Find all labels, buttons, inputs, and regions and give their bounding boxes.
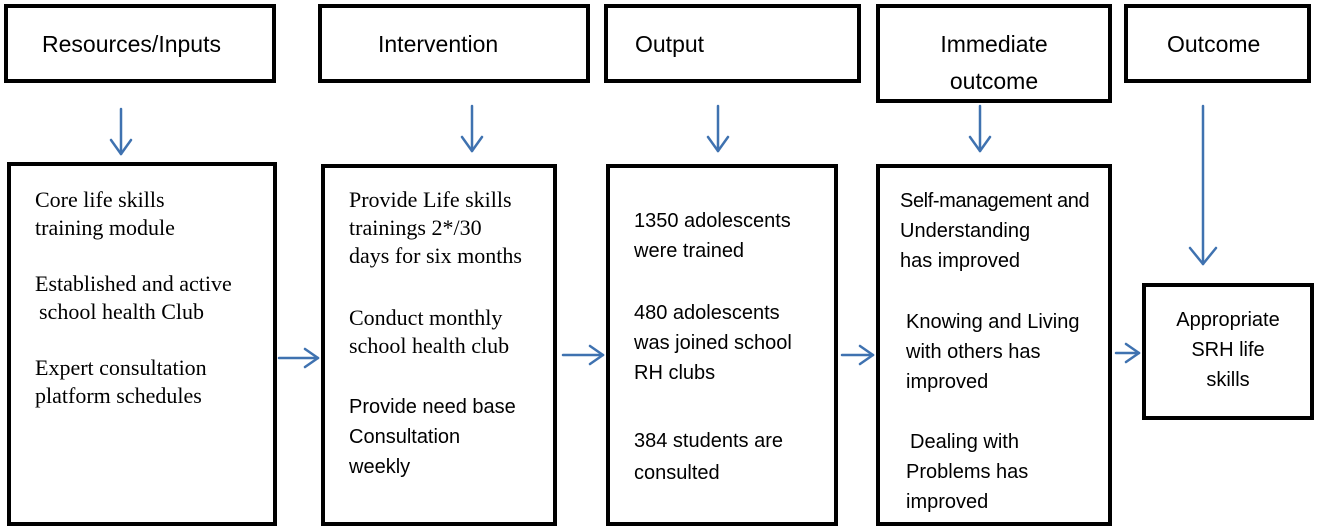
output-box: 1350 adolescents were trained 480 adoles… <box>606 164 838 526</box>
immediate-item-3-line1: Dealing with <box>910 431 1019 453</box>
intervention-item-1-line3: days for six months <box>349 243 522 268</box>
resources-item-2-line2: school health Club <box>39 299 204 324</box>
down-arrow-immediate <box>968 104 992 153</box>
resources-item-1-line2: training module <box>35 215 175 240</box>
intervention-item-3-line2: Consultation <box>349 426 461 448</box>
output-item-2-line2: was joined school <box>634 332 792 354</box>
intervention-item-1-line2: trainings 2*/30 <box>349 215 482 240</box>
intervention-item-2-line2: school health club <box>349 333 510 358</box>
header-output: Output <box>604 4 861 83</box>
right-arrow-1 <box>277 347 320 369</box>
header-resources-inputs-label: Resources/Inputs <box>42 31 221 57</box>
output-item-1-line1: 1350 adolescents <box>634 210 791 232</box>
outcome-line1: Appropriate <box>1176 309 1280 331</box>
header-outcome: Outcome <box>1124 4 1311 83</box>
header-immediate-outcome-line1: Immediate <box>940 31 1048 57</box>
resources-box: Core life skills training module Establi… <box>7 162 277 526</box>
intervention-box: Provide Life skills trainings 2*/30 days… <box>321 164 557 526</box>
immediate-item-3-line2: Problems has <box>906 461 1029 483</box>
immediate-outcome-box: Self-management and Understanding has im… <box>876 164 1112 526</box>
immediate-item-1-line3: has improved <box>900 250 1021 272</box>
down-arrow-intervention <box>460 104 484 153</box>
outcome-box: Appropriate SRH life skills <box>1142 283 1314 420</box>
immediate-item-3-line3: improved <box>906 491 989 513</box>
intervention-item-1-line1: Provide Life skills <box>349 187 512 212</box>
header-outcome-label: Outcome <box>1167 31 1261 57</box>
right-arrow-3 <box>840 344 875 366</box>
down-arrow-outcome <box>1188 104 1218 266</box>
header-immediate-outcome: Immediate outcome <box>876 4 1112 103</box>
header-intervention-label: Intervention <box>378 31 499 57</box>
intervention-item-2-line1: Conduct monthly <box>349 305 503 330</box>
outcome-line3: skills <box>1206 369 1250 391</box>
immediate-item-2-line2: with others has <box>906 341 1041 363</box>
header-resources-inputs: Resources/Inputs <box>4 4 276 83</box>
header-immediate-outcome-line2: outcome <box>949 68 1039 94</box>
down-arrow-output <box>706 104 730 153</box>
output-item-2-line1: 480 adolescents <box>634 302 780 324</box>
resources-item-2-line1: Established and active <box>35 271 232 296</box>
immediate-item-2-line1: Knowing and Living <box>906 311 1080 333</box>
immediate-item-1-line2: Understanding <box>900 220 1031 242</box>
immediate-item-1-line1: Self-management and <box>900 190 1090 212</box>
resources-item-3-line2: platform schedules <box>35 383 202 408</box>
arrow-group <box>109 104 1218 369</box>
resources-item-1-line1: Core life skills <box>35 187 165 212</box>
right-arrow-4 <box>1114 342 1141 364</box>
intervention-item-3-line1: Provide need base <box>349 396 516 418</box>
output-item-2-line3: RH clubs <box>634 362 716 384</box>
right-arrow-2 <box>561 344 605 366</box>
header-intervention: Intervention <box>318 4 590 83</box>
output-item-3-line2: consulted <box>634 462 720 484</box>
outcome-line2: SRH life <box>1191 339 1265 361</box>
header-output-label: Output <box>635 31 705 57</box>
immediate-item-2-line3: improved <box>906 371 989 393</box>
resources-item-3-line1: Expert consultation <box>35 355 207 380</box>
intervention-item-3-line3: weekly <box>349 456 411 478</box>
down-arrow-resources <box>109 107 133 156</box>
output-item-3-line1: 384 students are <box>634 430 783 452</box>
output-item-1-line2: were trained <box>634 240 745 262</box>
